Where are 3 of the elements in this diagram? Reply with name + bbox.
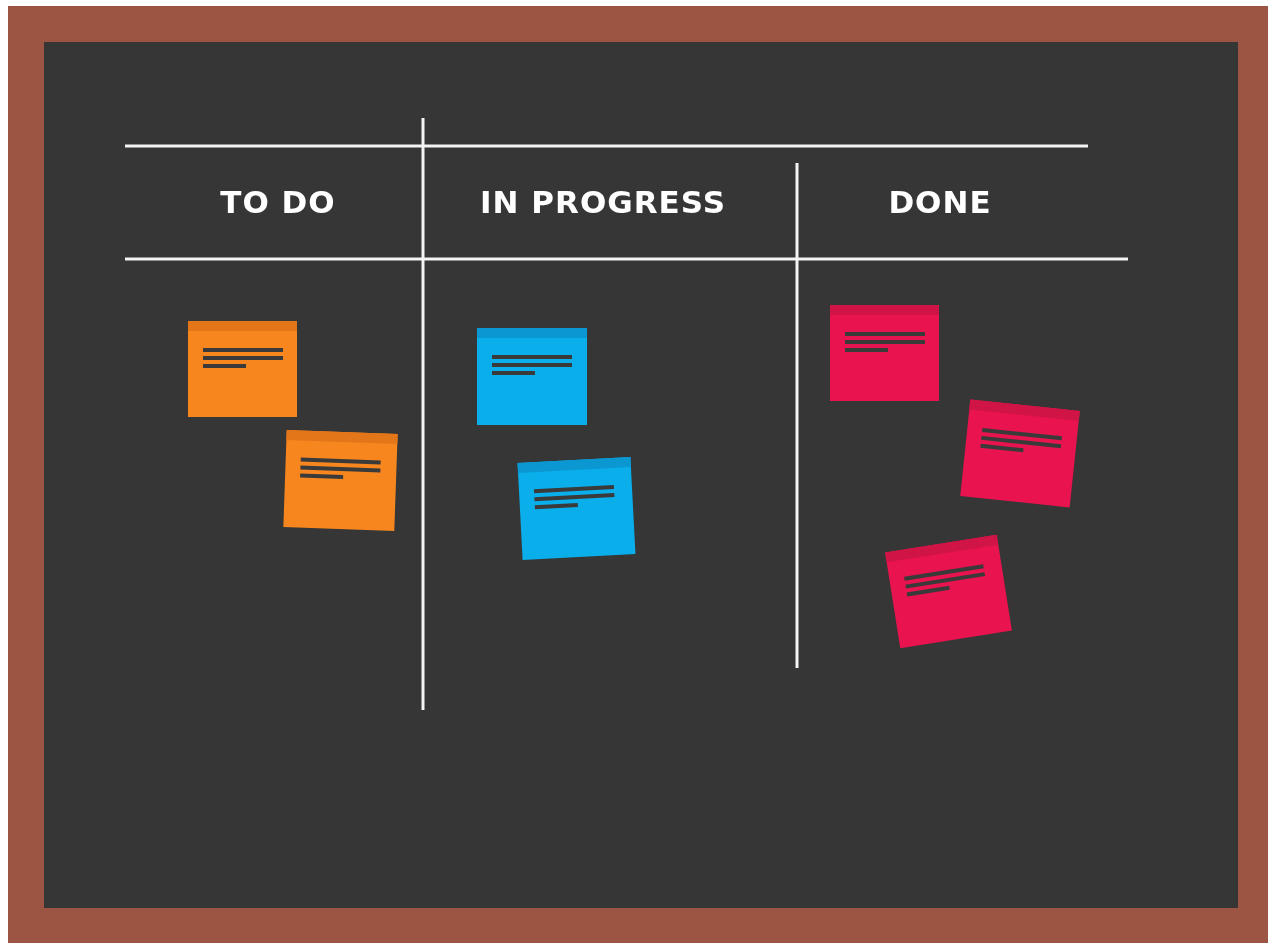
- column-heading: IN PROGRESS: [480, 184, 726, 220]
- column-heading: TO DO: [220, 184, 336, 220]
- column-heading: DONE: [888, 184, 992, 220]
